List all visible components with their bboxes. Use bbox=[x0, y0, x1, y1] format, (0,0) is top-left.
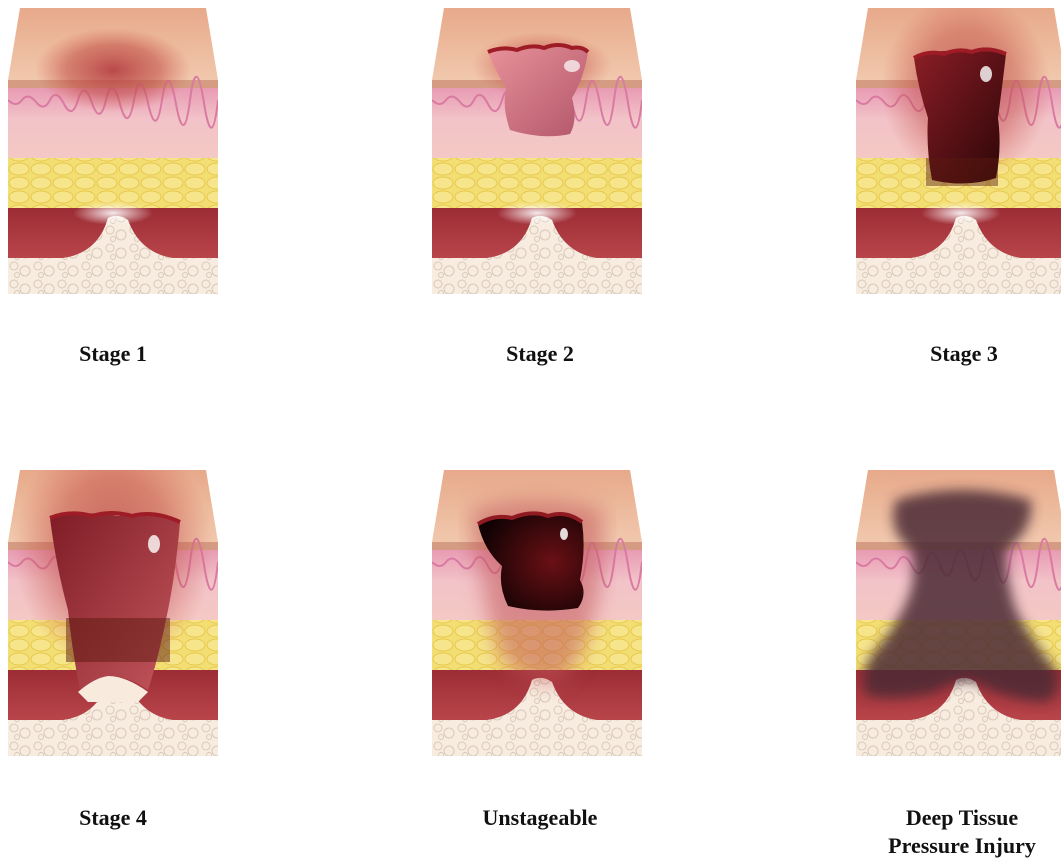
deep-tissue-label-line1: Deep Tissue bbox=[862, 804, 1061, 832]
deep-tissue-label-line2: Pressure Injury bbox=[862, 832, 1061, 860]
deep-tissue-illustration bbox=[856, 470, 1061, 756]
stage-4-label: Stage 4 bbox=[13, 804, 213, 832]
stage-3-illustration bbox=[856, 8, 1061, 294]
stage-1-illustration bbox=[8, 8, 218, 294]
unstageable-illustration bbox=[432, 470, 642, 756]
stage-2-label: Stage 2 bbox=[440, 340, 640, 368]
unstageable-label: Unstageable bbox=[440, 804, 640, 832]
stage-4-illustration bbox=[8, 470, 218, 756]
deep-tissue-label: Deep Tissue Pressure Injury bbox=[862, 804, 1061, 860]
stage-1-label: Stage 1 bbox=[13, 340, 213, 368]
stage-2-illustration bbox=[432, 8, 642, 294]
stage-3-label: Stage 3 bbox=[864, 340, 1061, 368]
